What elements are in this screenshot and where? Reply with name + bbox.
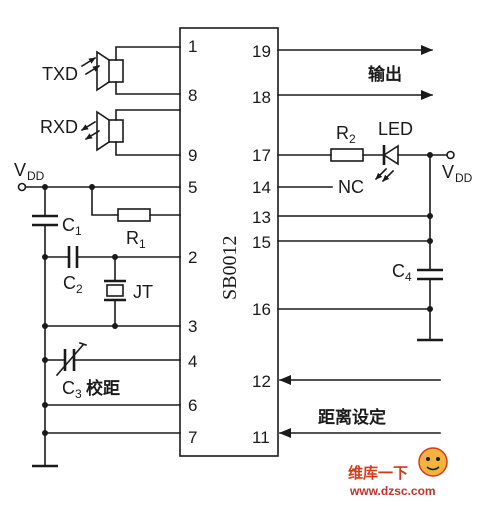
nc-label: NC bbox=[338, 177, 364, 197]
r1-label: R bbox=[126, 228, 139, 248]
r2-sub: 2 bbox=[349, 132, 356, 146]
pin-6: 6 bbox=[188, 396, 197, 415]
pin-4: 4 bbox=[188, 352, 197, 371]
txd-transducer bbox=[80, 46, 181, 95]
pin-9: 9 bbox=[188, 146, 197, 165]
pin-1: 1 bbox=[188, 37, 197, 56]
rxd-label: RXD bbox=[40, 117, 78, 137]
vdd-left-label: V bbox=[14, 160, 26, 180]
pin-2: 2 bbox=[188, 248, 197, 267]
jt-label: JT bbox=[133, 282, 153, 302]
jt-crystal bbox=[106, 284, 124, 297]
r1-resistor bbox=[117, 208, 151, 222]
led-label: LED bbox=[378, 119, 413, 139]
c2-label: C bbox=[63, 273, 76, 293]
vdd-right-label: V bbox=[442, 162, 454, 182]
c3-variable-arrow bbox=[55, 343, 85, 377]
r2-label: R bbox=[336, 123, 349, 143]
c4-label: C bbox=[392, 261, 405, 281]
watermark-url: www.dzsc.com bbox=[349, 484, 436, 498]
pin-3: 3 bbox=[188, 317, 197, 336]
pin-19: 19 bbox=[252, 42, 271, 61]
vdd-left-sub: DD bbox=[27, 169, 45, 183]
output-label: 输出 bbox=[368, 64, 402, 85]
pin-17: 17 bbox=[252, 146, 271, 165]
pin-5: 5 bbox=[188, 178, 197, 197]
c2-sub: 2 bbox=[76, 282, 83, 296]
vdd-right-terminal bbox=[446, 150, 455, 160]
pin-13: 13 bbox=[252, 208, 271, 227]
txd-label: TXD bbox=[42, 64, 78, 84]
led-diode bbox=[382, 144, 399, 166]
pin-18: 18 bbox=[252, 88, 271, 107]
vdd-left-terminal bbox=[17, 182, 27, 192]
watermark-text: 维库一下 bbox=[348, 464, 408, 482]
watermark-logo bbox=[418, 447, 448, 477]
pin-8: 8 bbox=[188, 86, 197, 105]
pin-7: 7 bbox=[188, 428, 197, 447]
c4-sub: 4 bbox=[405, 270, 412, 284]
pin-16: 16 bbox=[252, 300, 271, 319]
r1-sub: 1 bbox=[139, 237, 146, 251]
pin-15: 15 bbox=[252, 233, 271, 252]
c3-sub: 3 bbox=[75, 387, 82, 401]
vdd-right-sub: DD bbox=[455, 171, 473, 185]
c1-sub: 1 bbox=[75, 224, 82, 238]
c3-label: C bbox=[62, 378, 75, 398]
ic-body bbox=[179, 27, 279, 457]
rxd-transducer bbox=[80, 109, 181, 156]
pin-14: 14 bbox=[252, 178, 271, 197]
c3-cn-label: 校距 bbox=[86, 378, 120, 399]
r2-resistor bbox=[330, 148, 364, 162]
distance-set-label: 距离设定 bbox=[318, 407, 386, 428]
chip-name: SB0012 bbox=[219, 236, 241, 300]
pin-12: 12 bbox=[252, 372, 271, 391]
c1-label: C bbox=[62, 215, 75, 235]
pin-11: 11 bbox=[252, 428, 270, 447]
